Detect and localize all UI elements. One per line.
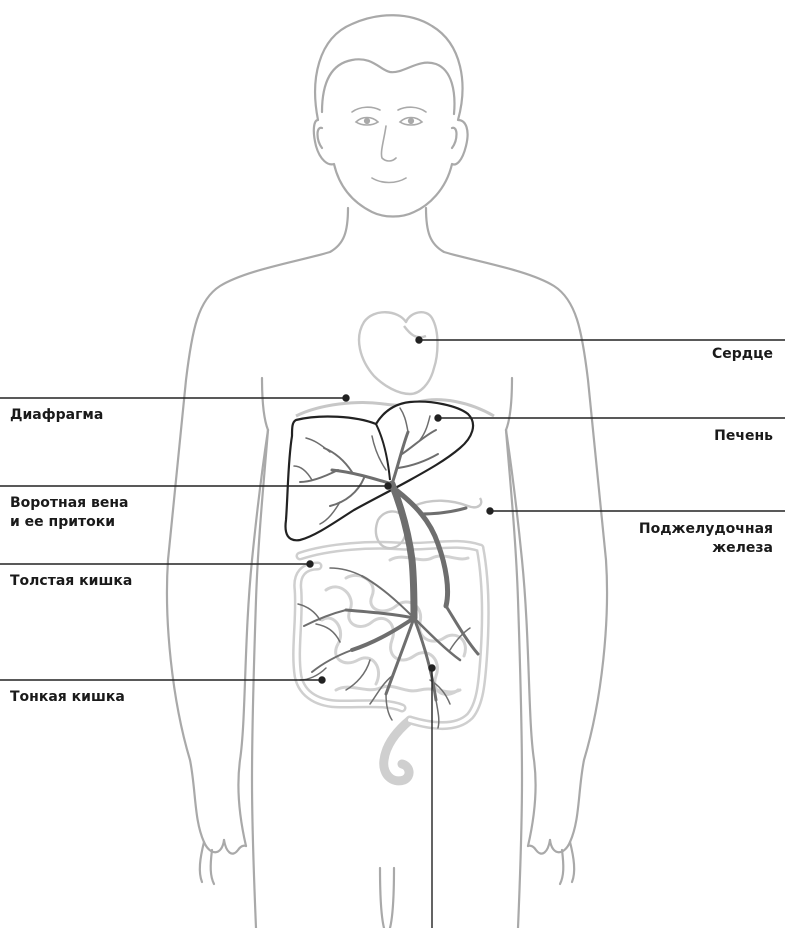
left-eyebrow [352,107,380,112]
crotch-outline [380,868,394,928]
right-eyebrow [398,107,426,112]
hair-outline [322,59,454,114]
label-large-intestine: Толстая кишка [10,572,132,591]
right-pupil [409,119,414,124]
label-heart: Сердце [712,345,773,364]
left-ear [318,128,323,148]
right-ear [452,128,457,148]
mouth [372,178,406,183]
label-diaphragm: Диафрагма [10,406,103,425]
face [352,107,426,182]
label-pancreas: Поджелудочная железа [639,520,773,558]
label-portal-vein: Воротная вена и ее притоки [10,494,129,532]
left-pupil [365,119,370,124]
heart-icon [359,312,437,394]
nose [381,126,396,161]
label-liver: Печень [714,427,773,446]
label-small-intestine: Тонкая кишка [10,688,125,707]
head-outline [314,15,468,216]
